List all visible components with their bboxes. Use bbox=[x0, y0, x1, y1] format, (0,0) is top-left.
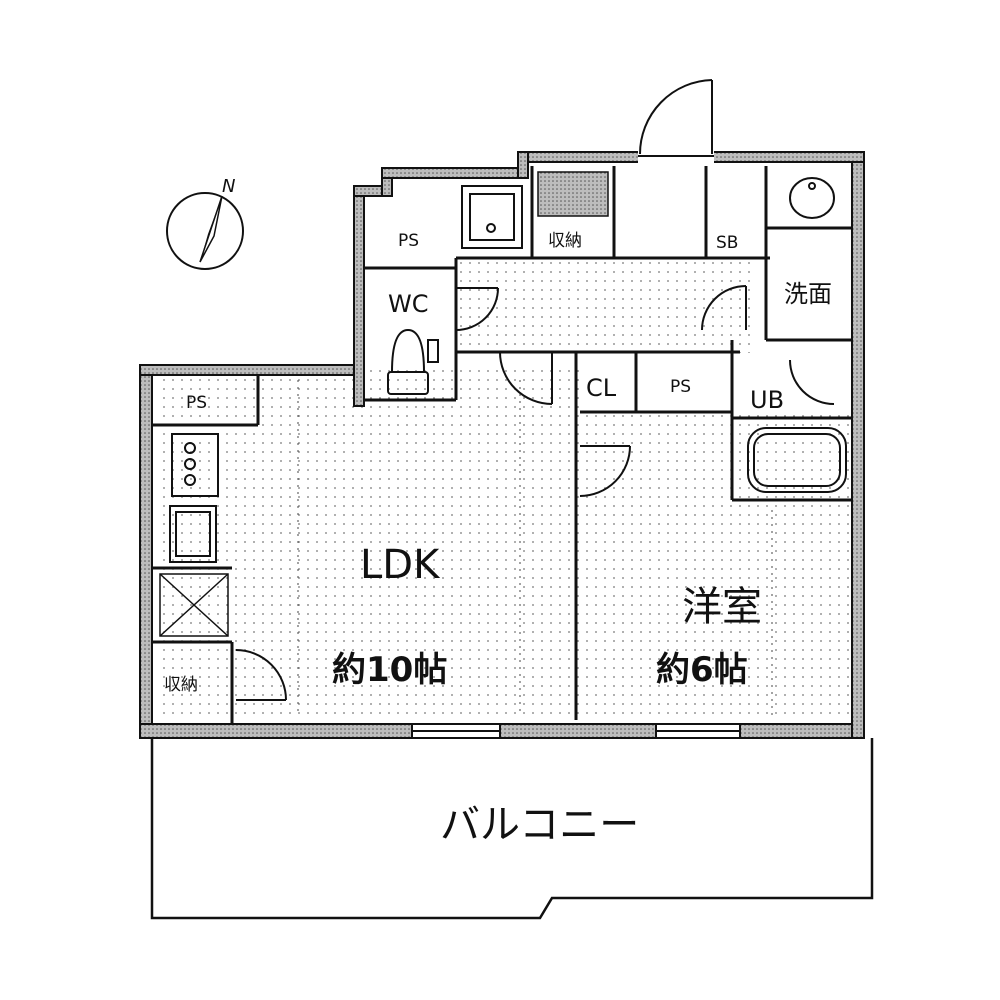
ps-middle-label: PS bbox=[670, 377, 691, 397]
western-room-name: 洋室 bbox=[682, 584, 762, 630]
ub-label: UB bbox=[750, 386, 784, 414]
ldk-name: LDK bbox=[360, 542, 441, 588]
compass-icon: N bbox=[166, 176, 244, 270]
washroom-label: 洗面 bbox=[784, 280, 832, 308]
kitchen-cross-box bbox=[159, 573, 229, 637]
interior-walls bbox=[152, 166, 852, 724]
storage-kitchen-label: 収納 bbox=[164, 675, 198, 695]
compass-north-label: N bbox=[222, 176, 235, 197]
wash-basin-fixture bbox=[789, 177, 835, 219]
ps-kitchen-label: PS bbox=[186, 393, 207, 413]
bathtub-fixture bbox=[747, 427, 847, 493]
south-windows bbox=[411, 723, 741, 739]
ldk-size: 約10帖 bbox=[332, 650, 447, 690]
balcony-label: バルコニー bbox=[440, 802, 639, 848]
stove-fixture bbox=[171, 433, 219, 497]
interior-doors bbox=[235, 285, 835, 701]
floor-dot-fill bbox=[160, 258, 855, 720]
toilet-fixture bbox=[387, 328, 439, 395]
entrance-door bbox=[638, 79, 714, 164]
cl-label: CL bbox=[586, 374, 617, 402]
entry-box-fixture bbox=[461, 185, 523, 249]
balcony bbox=[150, 738, 874, 920]
sb-label: SB bbox=[716, 233, 738, 253]
storage-top-label: 収納 bbox=[548, 231, 582, 251]
ps-top-label: PS bbox=[398, 231, 419, 251]
sink-fixture bbox=[169, 505, 217, 563]
wc-label: WC bbox=[388, 290, 429, 318]
western-room-size: 約6帖 bbox=[656, 650, 748, 690]
shoe-box-hatch bbox=[537, 171, 609, 217]
